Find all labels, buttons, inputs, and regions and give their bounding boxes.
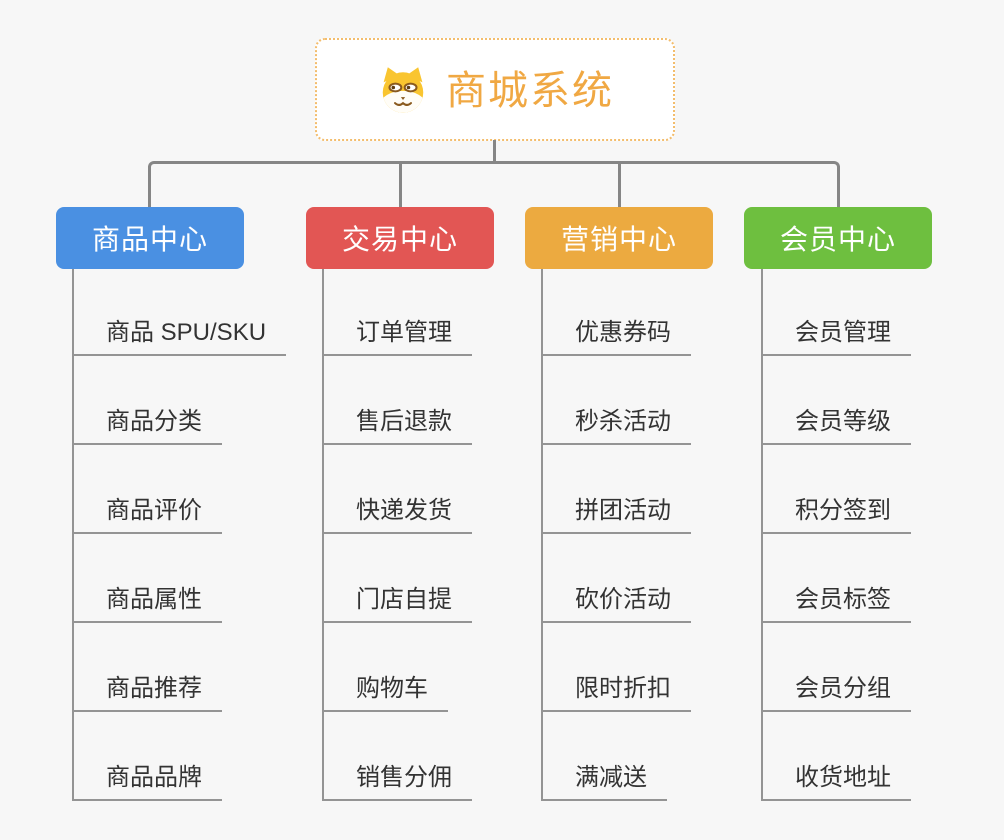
connector-drop-trade — [399, 163, 402, 207]
leaf-node[interactable]: 拼团活动 — [543, 445, 691, 534]
leaf-node[interactable]: 商品推荐 — [74, 623, 286, 712]
leaf-label: 商品 SPU/SKU — [74, 319, 287, 356]
leaf-node[interactable]: 会员分组 — [763, 623, 911, 712]
branch-node-member-center[interactable]: 会员中心 — [744, 207, 932, 269]
leaf-node[interactable]: 限时折扣 — [543, 623, 691, 712]
leaf-label: 砍价活动 — [543, 586, 691, 623]
branch-children-marketing: 优惠券码 秒杀活动 拼团活动 砍价活动 限时折扣 满减送 — [541, 269, 691, 801]
leaf-node[interactable]: 商品评价 — [74, 445, 286, 534]
leaf-label: 会员等级 — [763, 408, 911, 445]
leaf-label: 收货地址 — [763, 764, 911, 801]
leaf-node[interactable]: 商品分类 — [74, 356, 286, 445]
leaf-node[interactable]: 会员标签 — [763, 534, 911, 623]
leaf-label: 积分签到 — [763, 497, 911, 534]
leaf-label: 会员标签 — [763, 586, 911, 623]
branch-node-trade-center[interactable]: 交易中心 — [306, 207, 494, 269]
leaf-label: 购物车 — [324, 675, 448, 712]
leaf-label: 售后退款 — [324, 408, 472, 445]
leaf-node[interactable]: 会员管理 — [763, 269, 911, 356]
leaf-label: 商品评价 — [74, 497, 222, 534]
leaf-label: 门店自提 — [324, 586, 472, 623]
leaf-label: 销售分佣 — [324, 764, 472, 801]
leaf-label: 快递发货 — [324, 497, 472, 534]
leaf-node[interactable]: 满减送 — [543, 712, 691, 801]
leaf-label: 订单管理 — [324, 319, 472, 356]
connector-drop-marketing — [618, 163, 621, 207]
root-title: 商城系统 — [446, 68, 614, 113]
leaf-node[interactable]: 会员等级 — [763, 356, 911, 445]
leaf-label: 商品品牌 — [74, 764, 222, 801]
leaf-label: 会员分组 — [763, 675, 911, 712]
branch-node-marketing-center[interactable]: 营销中心 — [525, 207, 713, 269]
leaf-label: 商品属性 — [74, 586, 222, 623]
leaf-label: 满减送 — [543, 764, 667, 801]
leaf-label: 优惠券码 — [543, 319, 691, 356]
leaf-label: 秒杀活动 — [543, 408, 691, 445]
leaf-label: 拼团活动 — [543, 497, 691, 534]
leaf-node[interactable]: 积分签到 — [763, 445, 911, 534]
branch-label: 交易中心 — [341, 224, 458, 255]
leaf-node[interactable]: 秒杀活动 — [543, 356, 691, 445]
connector-branch-rail — [148, 161, 840, 207]
branch-children-member: 会员管理 会员等级 积分签到 会员标签 会员分组 收货地址 — [761, 269, 911, 801]
root-node[interactable]: 商城系统 — [315, 38, 675, 141]
leaf-label: 限时折扣 — [543, 675, 691, 712]
branch-label: 商品中心 — [91, 224, 208, 255]
leaf-node[interactable]: 商品品牌 — [74, 712, 286, 801]
leaf-node[interactable]: 购物车 — [324, 623, 472, 712]
leaf-label: 会员管理 — [763, 319, 911, 356]
branch-label: 会员中心 — [779, 224, 896, 255]
leaf-node[interactable]: 售后退款 — [324, 356, 472, 445]
branch-children-product: 商品 SPU/SKU 商品分类 商品评价 商品属性 商品推荐 商品品牌 — [72, 269, 287, 801]
leaf-node[interactable]: 快递发货 — [324, 445, 472, 534]
leaf-label: 商品分类 — [74, 408, 222, 445]
branch-children-trade: 订单管理 售后退款 快递发货 门店自提 购物车 销售分佣 — [322, 269, 472, 801]
dog-face-icon — [376, 65, 430, 115]
connector-root-stem — [493, 140, 496, 162]
leaf-label: 商品推荐 — [74, 675, 222, 712]
leaf-node[interactable]: 优惠券码 — [543, 269, 691, 356]
leaf-node[interactable]: 砍价活动 — [543, 534, 691, 623]
branch-node-product-center[interactable]: 商品中心 — [56, 207, 244, 269]
leaf-node[interactable]: 订单管理 — [324, 269, 472, 356]
branch-label: 营销中心 — [560, 224, 677, 255]
leaf-node[interactable]: 收货地址 — [763, 712, 911, 801]
leaf-node[interactable]: 销售分佣 — [324, 712, 472, 801]
leaf-node[interactable]: 商品属性 — [74, 534, 286, 623]
leaf-node[interactable]: 门店自提 — [324, 534, 472, 623]
leaf-node[interactable]: 商品 SPU/SKU — [74, 269, 287, 356]
